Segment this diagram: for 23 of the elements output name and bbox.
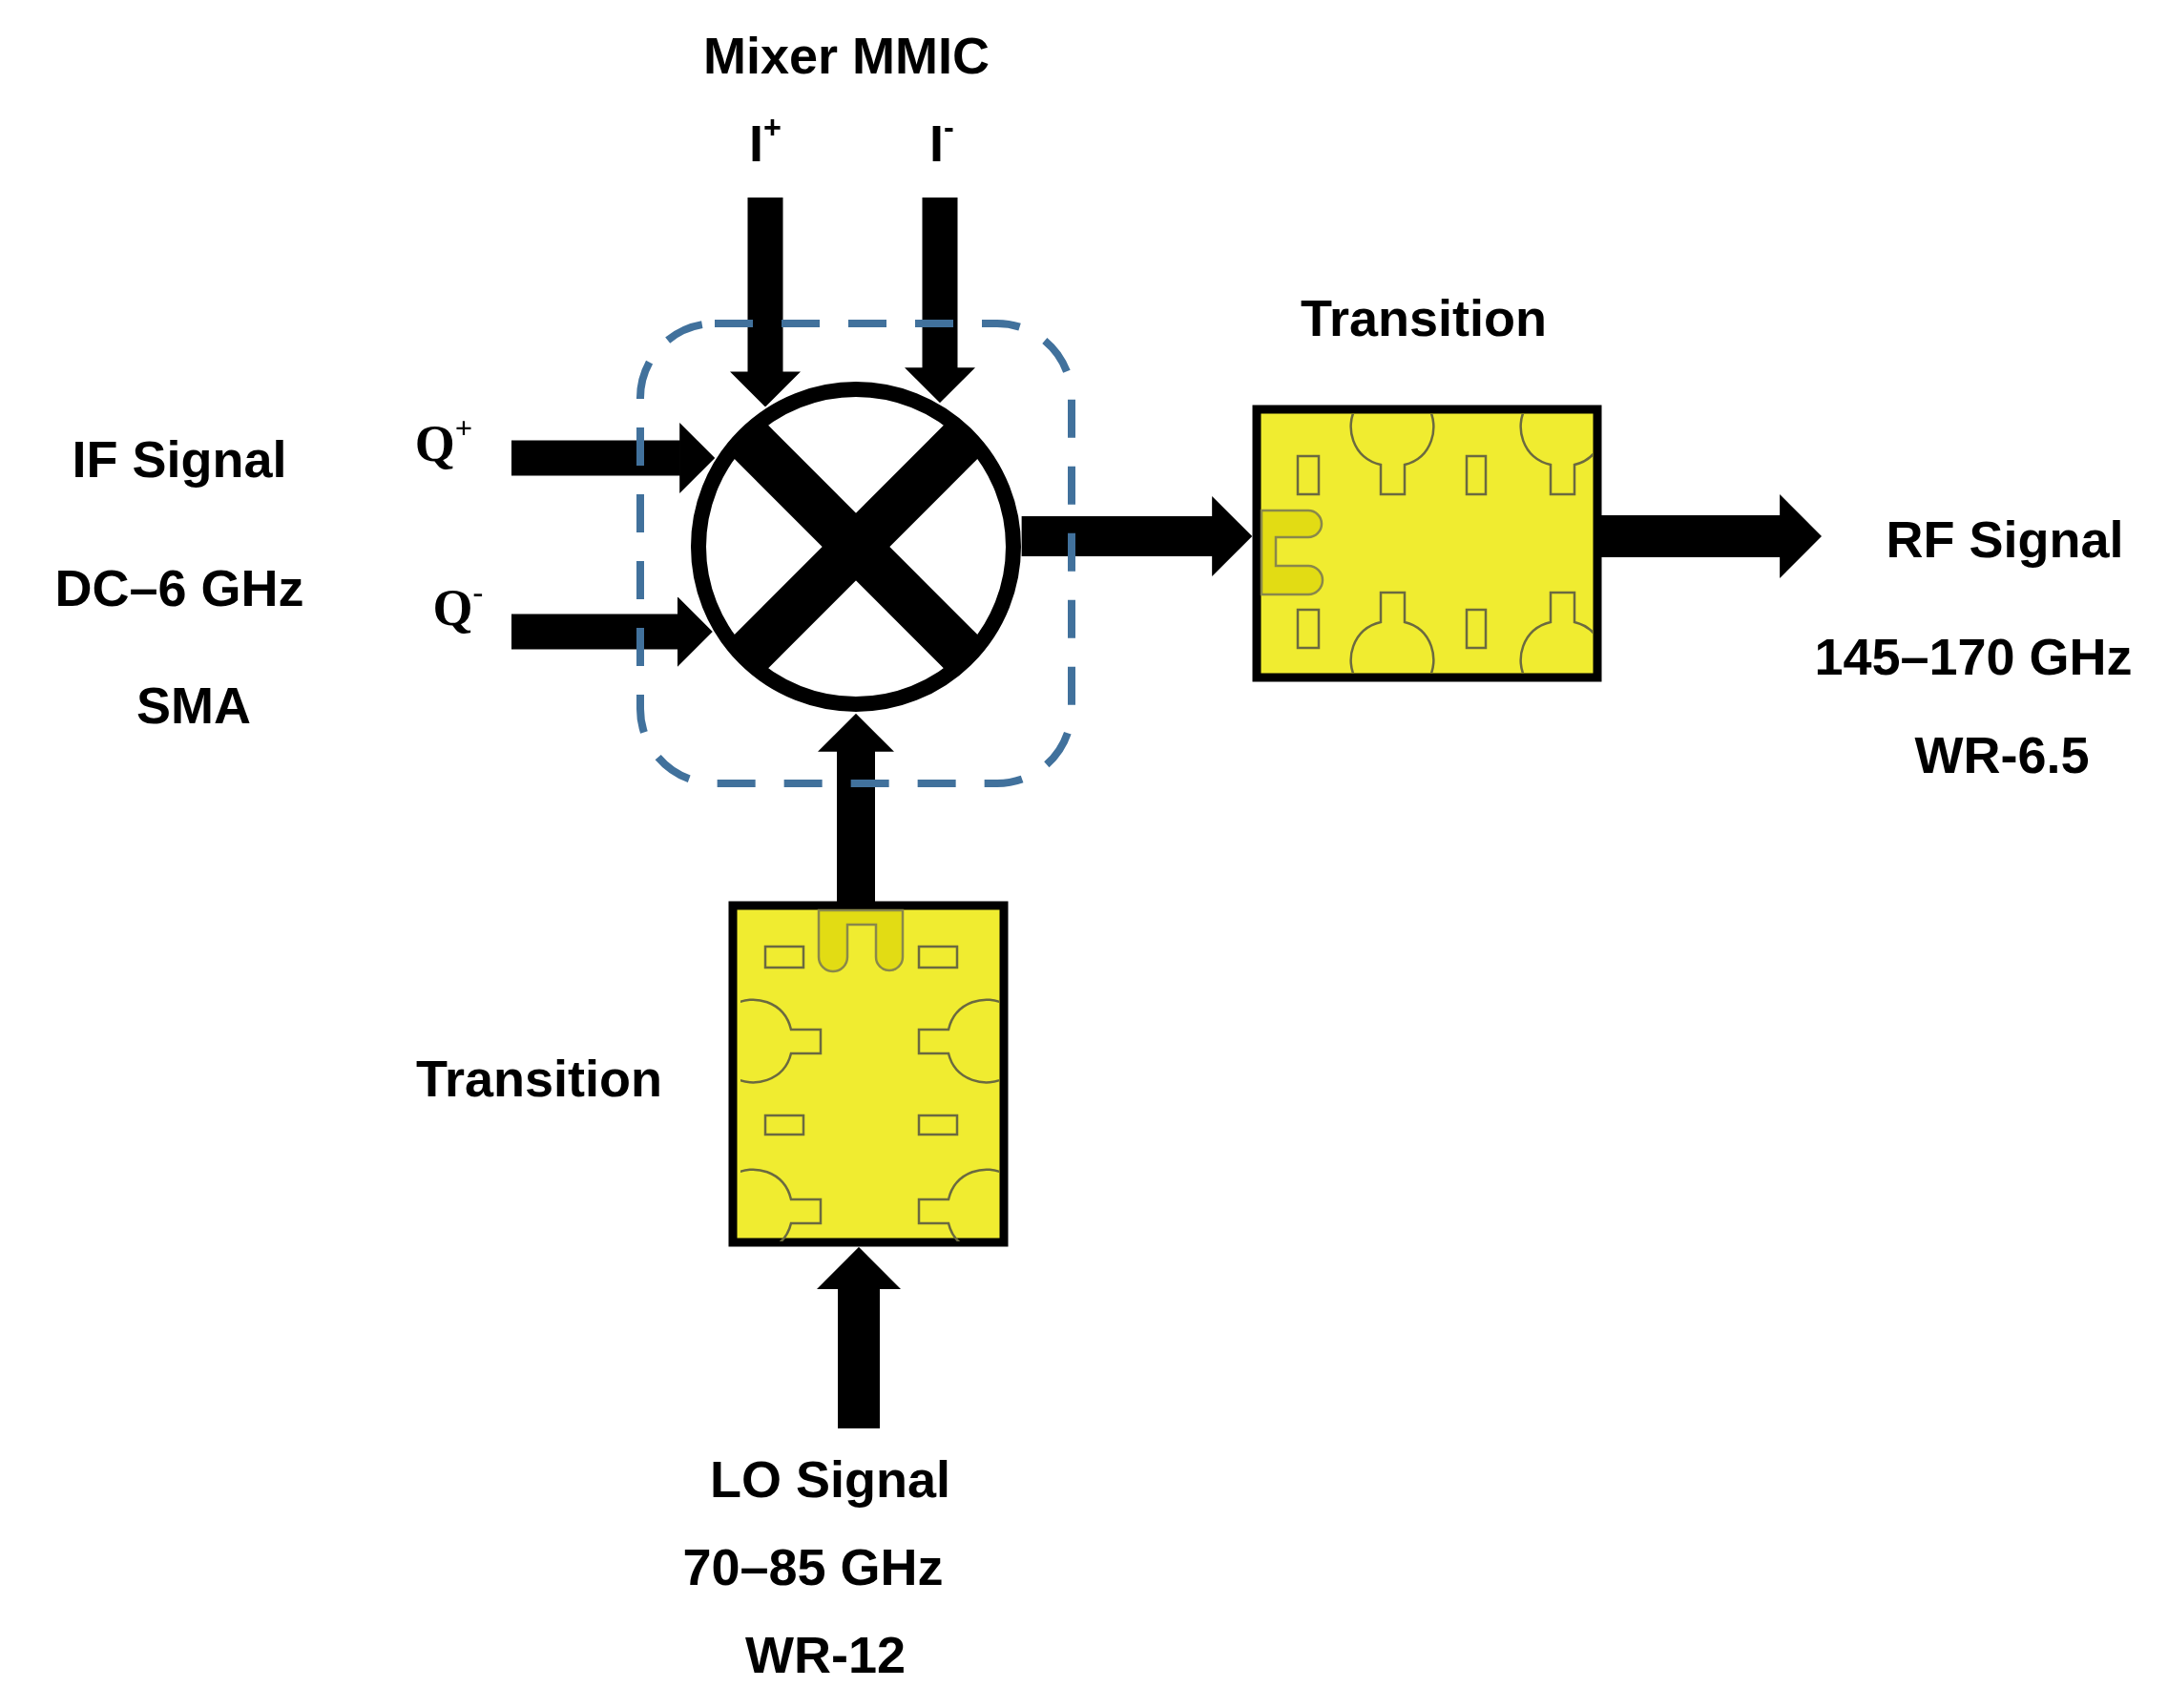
signal-label: 145–170 GHz [1814,626,2133,687]
block-title: Transition [416,1048,662,1109]
signal-label: DC–6 GHz [54,557,304,618]
port-label: I$^{+}$ [749,113,782,174]
signal-label: WR-6.5 [1914,724,2090,785]
arrow [818,713,894,902]
arrow [817,1246,901,1428]
signal-label: LO Signal [710,1448,950,1510]
block-title: Transition [1301,287,1547,348]
port-label: Q$^{-}$ [432,577,484,638]
arrow [1021,496,1253,576]
arrow [905,198,975,404]
signal-label: WR-12 [745,1624,906,1685]
signal-label: SMA [136,675,251,736]
arrow [511,596,713,667]
port-label: Q$^{+}$ [414,413,473,474]
block-title: Mixer MMIC [703,25,990,86]
signal-label: IF Signal [72,428,287,489]
arrow [511,423,716,493]
signal-label: RF Signal [1886,509,2124,570]
signal-label: 70–85 GHz [682,1536,944,1597]
port-label: I$^{-}$ [929,113,954,174]
arrow [1601,494,1823,578]
